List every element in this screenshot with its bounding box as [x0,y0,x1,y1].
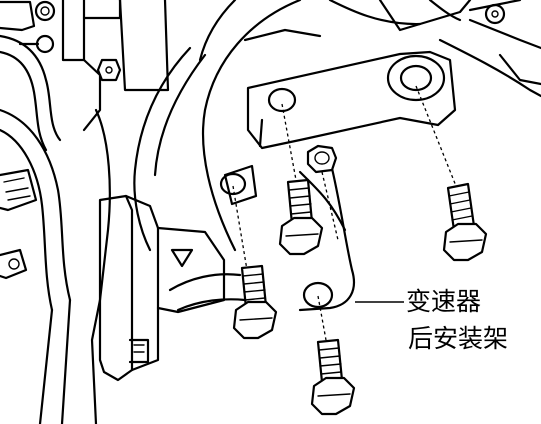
nut-center [306,144,339,241]
mount-bushing-block [98,194,247,382]
callout-label-line2: 后安装架 [408,324,509,353]
bolt-left-lower [232,185,278,340]
transmission-housing [198,0,541,312]
bolt-center [278,103,324,256]
bolt-bottom [310,295,356,416]
callout-label-line1: 变速器 [406,287,482,316]
bolt-right [415,85,488,262]
left-suspension-assembly [0,0,207,424]
